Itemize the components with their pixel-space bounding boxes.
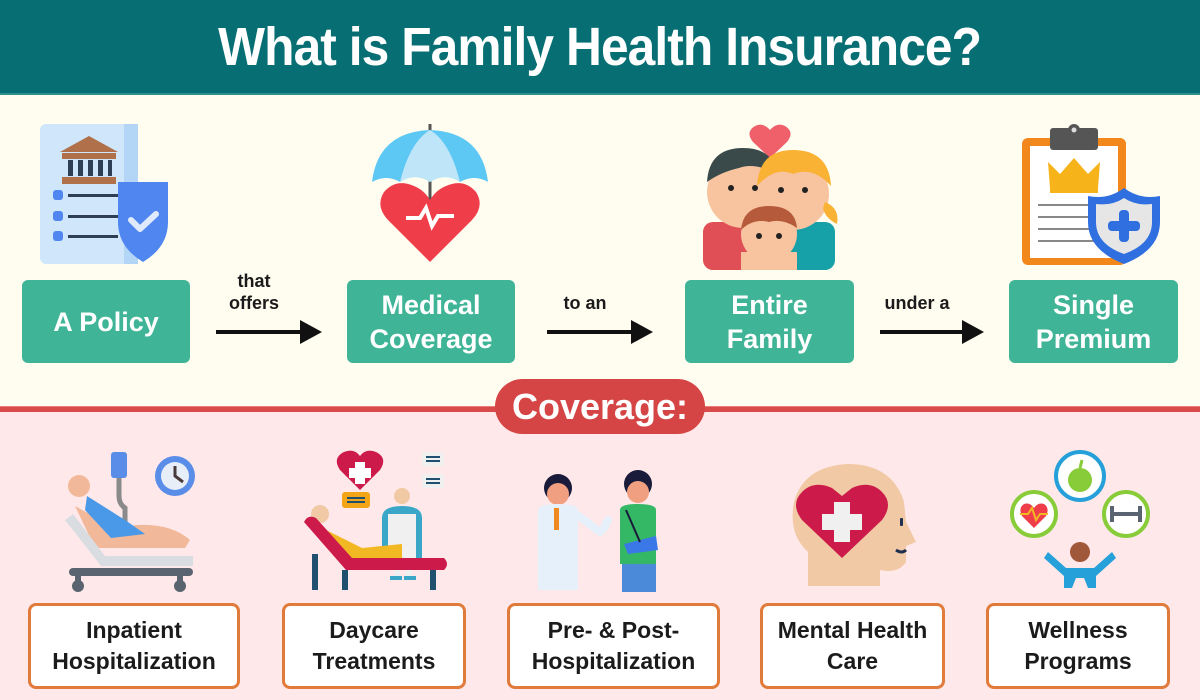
coverage-heading: Coverage: [495, 379, 705, 434]
flow-section [0, 97, 1200, 406]
coverage-item-pre-post-hospitalization: Pre- & Post-Hospitalization [507, 603, 720, 689]
connector-to-an: to an [547, 280, 653, 350]
umbrella-heart-icon [372, 124, 488, 262]
mental-health-head-icon [792, 464, 916, 586]
coverage-item-mental-health: Mental Health Care [760, 603, 945, 689]
clipboard-crown-shield-icon [1022, 124, 1160, 265]
step-single-premium: Single Premium [1009, 280, 1178, 363]
arrow-line [216, 330, 304, 334]
hospital-bed-icon [65, 452, 195, 592]
connector-under-a: under a [880, 280, 984, 350]
header-banner: What is Family Health Insurance? [0, 0, 1200, 95]
wellness-person-icon [1010, 450, 1150, 588]
policy-document-shield-icon [40, 124, 168, 264]
arrow-line [880, 330, 966, 334]
arrow-line [547, 330, 635, 334]
family-icon [703, 124, 838, 270]
coverage-item-inpatient: Inpatient Hospitalization [28, 603, 240, 689]
page-title: What is Family Health Insurance? [218, 16, 983, 77]
step-medical-coverage: Medical Coverage [347, 280, 515, 363]
doctor-patient-icon [538, 470, 658, 592]
connector-that-offers: that offers [216, 271, 322, 350]
arrow-right-icon [962, 320, 984, 344]
coverage-item-daycare: Daycare Treatments [282, 603, 466, 689]
arrow-right-icon [631, 320, 653, 344]
step-a-policy: A Policy [22, 280, 190, 363]
daycare-treatment-icon [304, 450, 447, 590]
step-entire-family: Entire Family [685, 280, 854, 363]
coverage-item-wellness: Wellness Programs [986, 603, 1170, 689]
arrow-right-icon [300, 320, 322, 344]
